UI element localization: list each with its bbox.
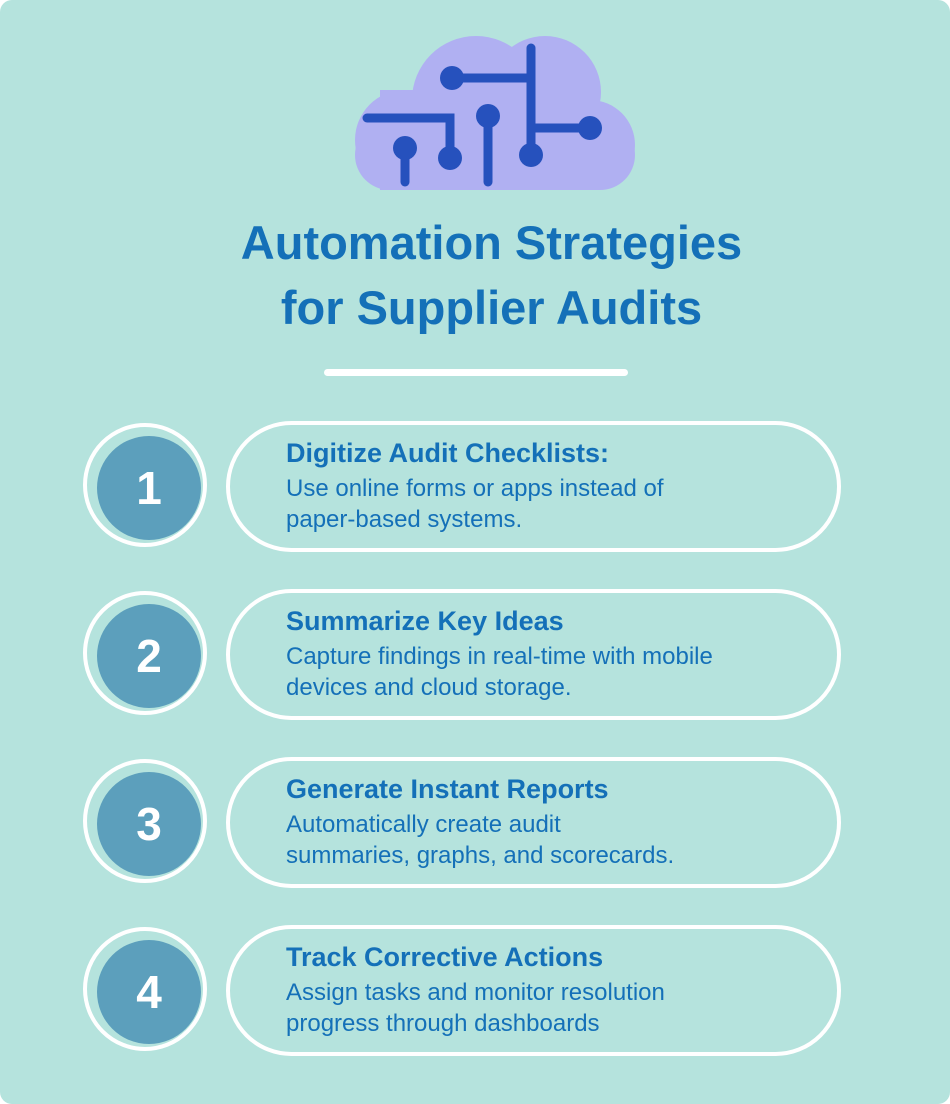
step-item: 3 Generate Instant Reports Automatically… [0,757,950,891]
step-title: Track Corrective Actions [286,942,604,972]
step-description: Assign tasks and monitor resolution prog… [286,977,826,1039]
step-description-line: devices and cloud storage. [286,674,572,701]
step-item: 4 Track Corrective Actions Assign tasks … [0,925,950,1059]
step-title: Generate Instant Reports [286,774,609,804]
step-description-line: Assign tasks and monitor resolution [286,979,665,1006]
step-pill [226,421,841,552]
step-number-badge: 1 [97,436,201,540]
step-number-badge: 2 [97,604,201,708]
step-item: 2 Summarize Key Ideas Capture findings i… [0,589,950,723]
step-number-badge: 3 [97,772,201,876]
step-number-ring [83,927,207,1051]
step-description-line: Capture findings in real-time with mobil… [286,643,713,670]
step-item: 1 Digitize Audit Checklists: Use online … [0,421,950,555]
step-description-line: progress through dashboards [286,1010,600,1037]
step-pill [226,925,841,1056]
cloud-circuit-icon [355,36,635,190]
step-number-ring [83,423,207,547]
step-title: Summarize Key Ideas [286,606,564,636]
step-number-ring [83,759,207,883]
step-description-line: summaries, graphs, and scorecards. [286,842,675,869]
step-pill [226,757,841,888]
step-description-line: Use online forms or apps instead of [286,475,664,502]
step-description: Capture findings in real-time with mobil… [286,641,826,703]
step-description-line: paper-based systems. [286,506,523,533]
step-description-line: Automatically create audit [286,811,561,838]
step-title: Digitize Audit Checklists: [286,438,610,468]
step-description: Automatically create audit summaries, gr… [286,809,826,871]
title-divider [324,369,628,376]
title-line-2: for Supplier Audits [280,281,703,334]
step-number-badge: 4 [97,940,201,1044]
step-description: Use online forms or apps instead of pape… [286,473,826,535]
step-pill [226,589,841,720]
page-title: Automation Strategies for Supplier Audit… [0,210,950,340]
title-line-1: Automation Strategies [240,216,743,269]
step-number-ring [83,591,207,715]
